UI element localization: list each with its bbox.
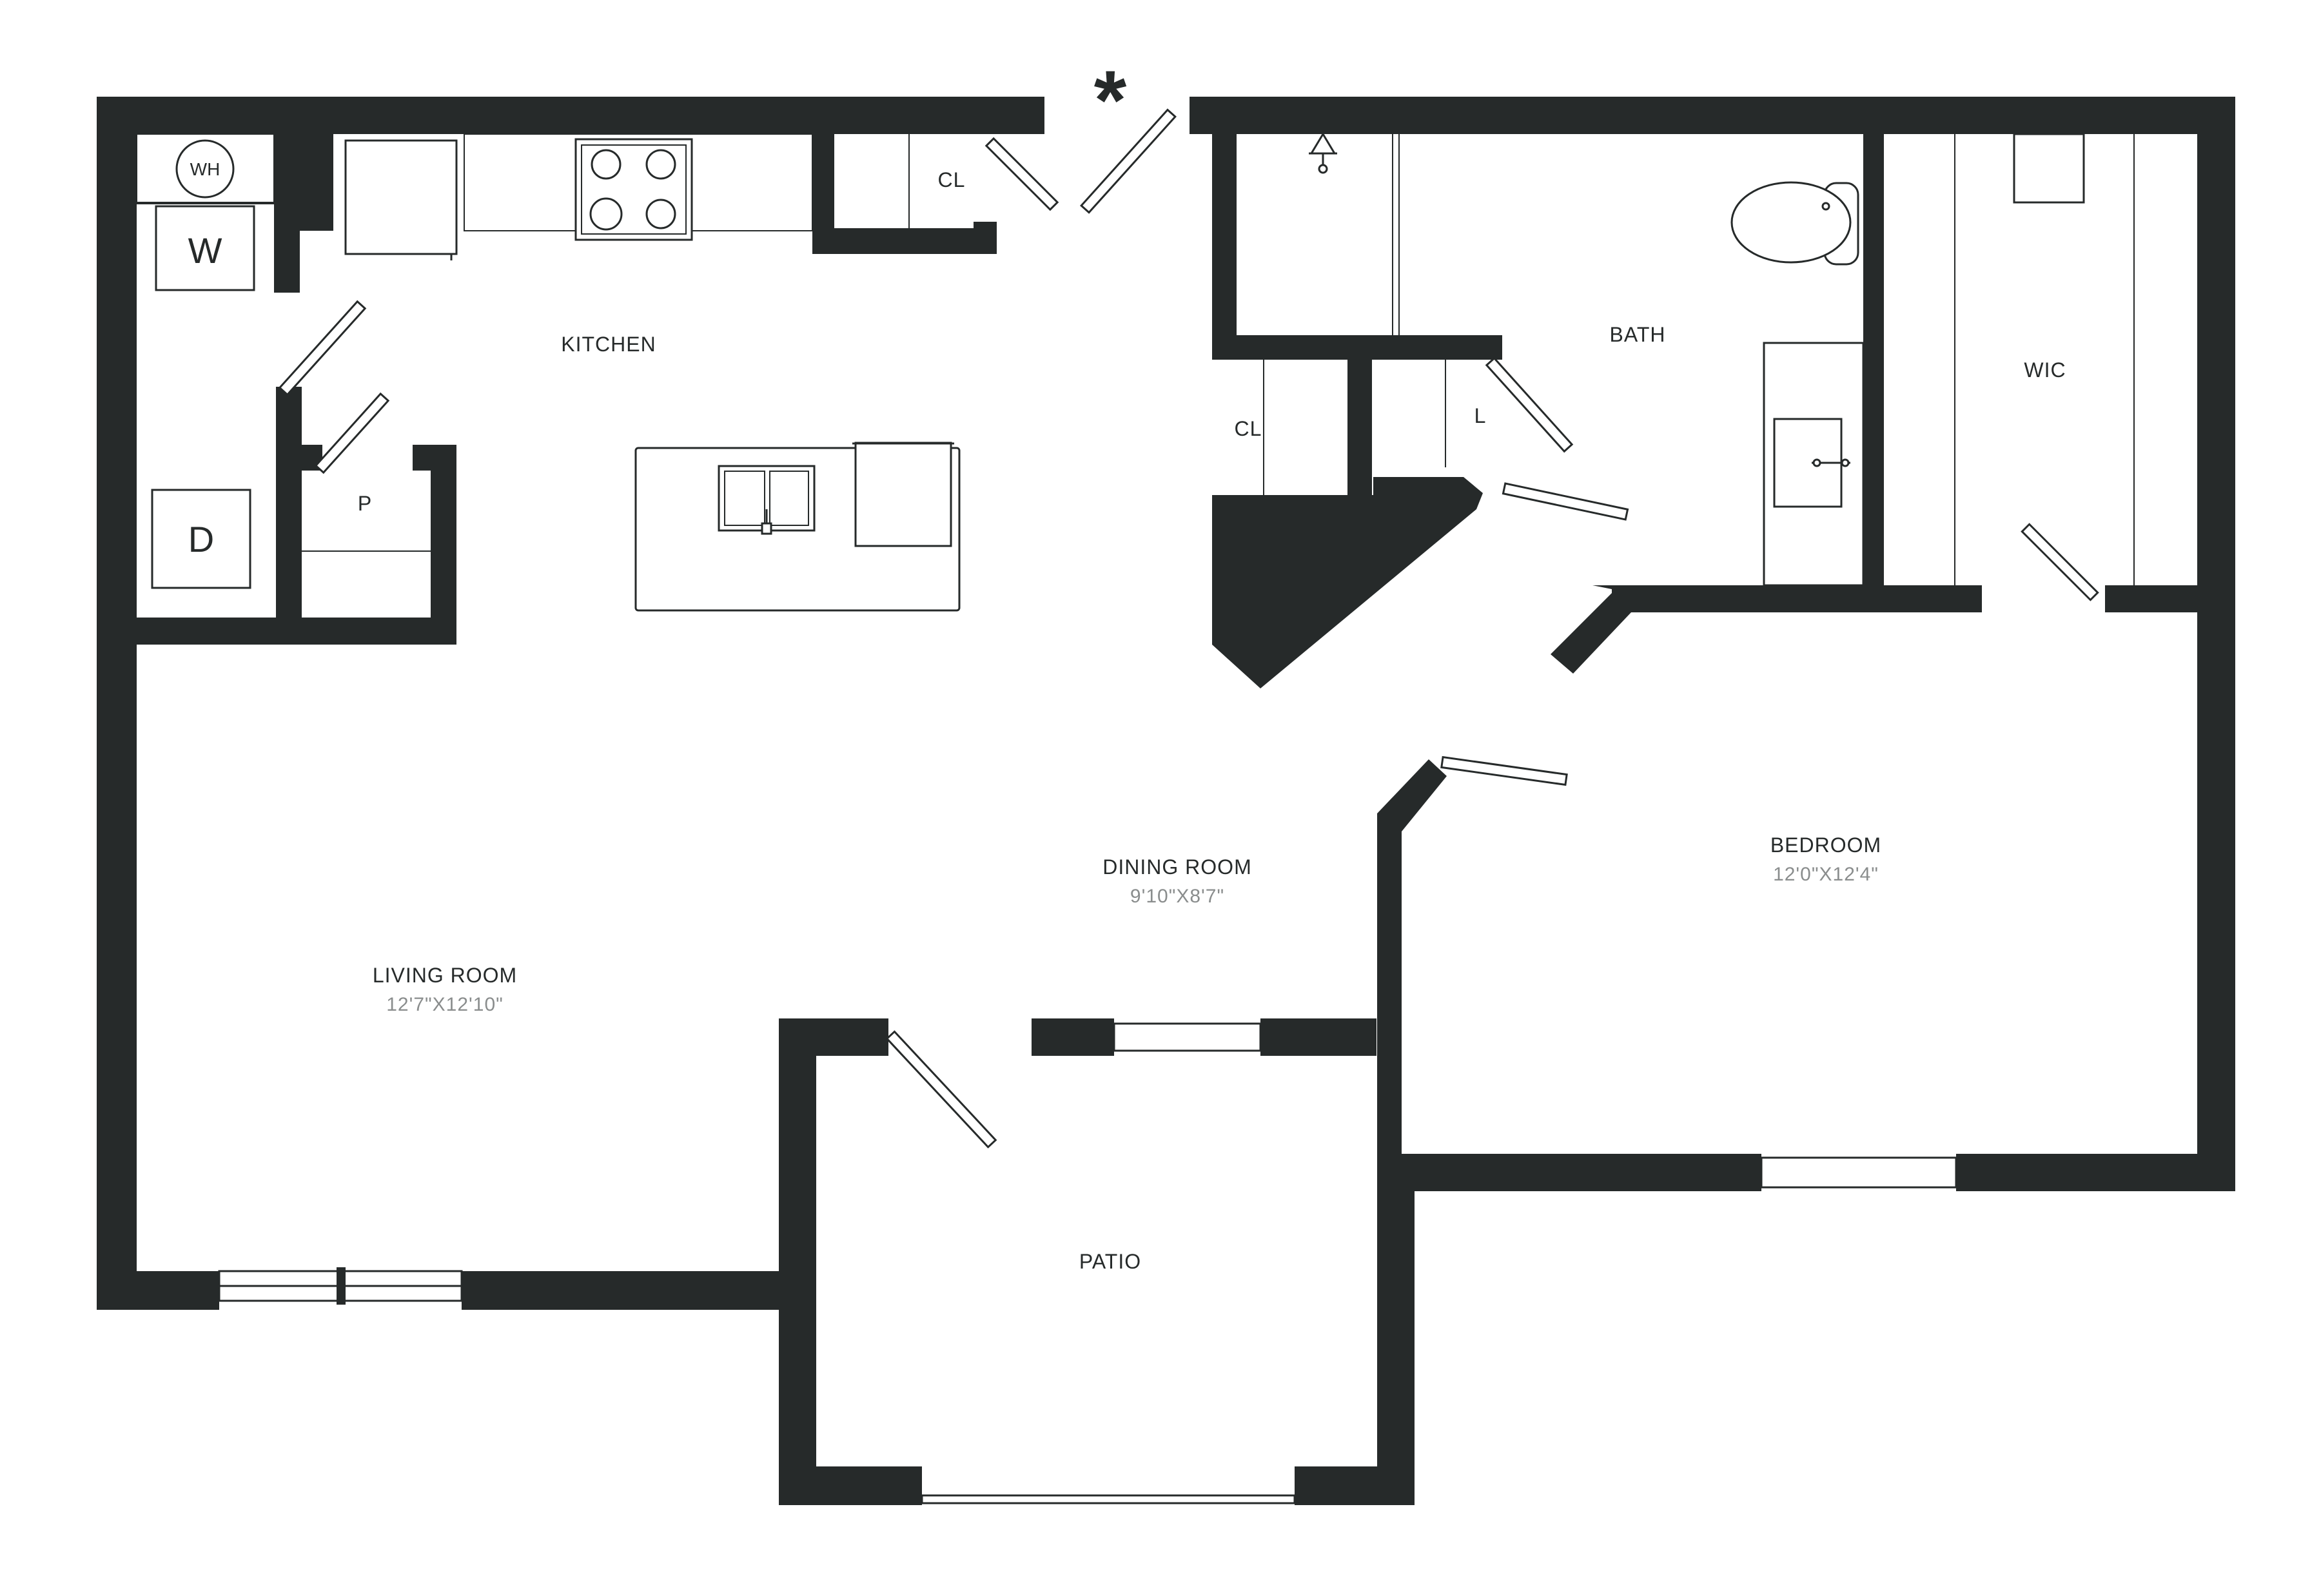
cooktop — [574, 138, 693, 241]
room-label-bath: BATH — [1610, 323, 1666, 346]
room-label-patio: PATIO — [1079, 1250, 1141, 1273]
room-dimensions-living-room: 12'7"X12'10" — [386, 994, 504, 1015]
toilet-icon — [1730, 181, 1859, 266]
washer-label: W — [188, 230, 222, 271]
room-label-dining-room: DINING ROOM — [1102, 855, 1251, 879]
burner-icon — [589, 197, 623, 231]
dishwasher — [854, 442, 952, 547]
burner-icon — [645, 149, 676, 180]
room-dimensions-bedroom: 12'0"X12'4" — [1773, 864, 1879, 885]
windows — [218, 1022, 1957, 1504]
bedroom-window — [1760, 1156, 1957, 1189]
walls — [97, 97, 2235, 1505]
doors — [278, 108, 2099, 1149]
burner-icon — [591, 149, 622, 180]
room-label-pantry: P — [358, 492, 372, 515]
sprinkler-icon — [1309, 132, 1337, 174]
washer-icon — [155, 205, 255, 291]
room-label-closet-kitchen: CL — [938, 168, 966, 191]
room-label-kitchen: KITCHEN — [561, 333, 656, 356]
room-label-linen: L — [1474, 404, 1487, 427]
room-dimensions-dining-room: 9'10"X8'7" — [1130, 886, 1224, 907]
dryer-label: D — [188, 519, 214, 560]
burner-icon — [645, 199, 676, 229]
dryer-icon — [151, 489, 251, 589]
refrigerator — [344, 139, 458, 255]
entry-marker: * — [1094, 53, 1127, 147]
patio-window — [921, 1494, 1296, 1504]
water-heater-icon — [175, 139, 235, 199]
entry-door — [1080, 108, 1177, 214]
room-label-bedroom: BEDROOM — [1770, 833, 1881, 857]
room-label-closet-hall: CL — [1235, 417, 1262, 440]
water-heater-label: WH — [190, 159, 220, 179]
labels: * KITCHEN LIVING ROOM 12'7"X12'10" DININ… — [188, 53, 2066, 1273]
room-label-wic: WIC — [2024, 358, 2066, 382]
dining-window — [1113, 1022, 1262, 1052]
room-label-living-room: LIVING ROOM — [373, 964, 517, 987]
fixtures — [136, 132, 2135, 612]
